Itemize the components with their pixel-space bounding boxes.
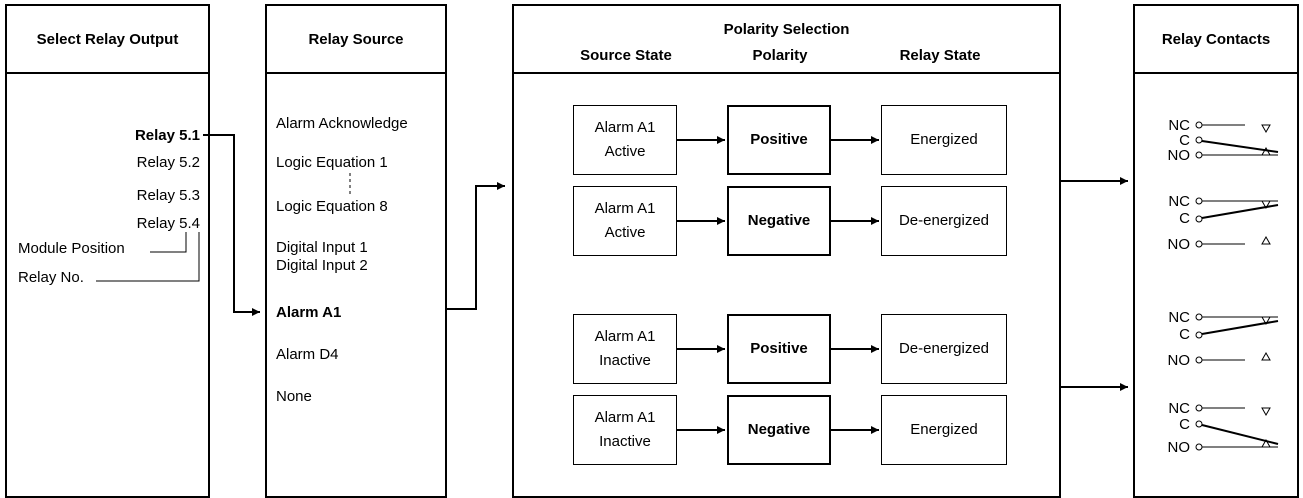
row-arrows (677, 136, 879, 434)
source-item-digital-input-2[interactable]: Digital Input 2 (276, 257, 368, 274)
module-position-bracket (150, 232, 187, 253)
source-state-box-3: Alarm A1 Inactive (573, 314, 677, 384)
col-relay-state: Relay State (899, 47, 981, 64)
source-state-1-line1: Alarm A1 (594, 119, 656, 136)
source-state-box-4: Alarm A1 Inactive (573, 395, 677, 465)
module-position-label: Module Position (18, 240, 125, 257)
contact-2-c-label: C (1179, 210, 1190, 227)
contact-symbol-1 (1195, 121, 1279, 159)
polarity-selection-header (514, 6, 1059, 74)
source-state-box-1: Alarm A1 Active (573, 105, 677, 175)
select-relay-output-panel: Select Relay Output (5, 4, 210, 498)
contact-symbol-2 (1195, 197, 1279, 248)
select-relay-output-title: Select Relay Output (7, 6, 208, 74)
relay-no-label: Relay No. (18, 269, 84, 286)
contact-3-no-label: NO (1167, 352, 1191, 369)
source-state-3-line1: Alarm A1 (594, 328, 656, 345)
polarity-box-3[interactable]: Positive (727, 314, 831, 384)
source-item-alarm-a1[interactable]: Alarm A1 (276, 304, 342, 321)
polarity-selection-title: Polarity Selection (723, 21, 850, 38)
source-state-3-line2: Inactive (599, 352, 651, 369)
col-source-state: Source State (580, 47, 672, 64)
polarity-box-1[interactable]: Positive (727, 105, 831, 175)
relay-source-title: Relay Source (267, 6, 445, 74)
contact-3-nc-label: NC (1168, 309, 1190, 326)
relay-item-1[interactable]: Relay 5.1 (134, 127, 200, 144)
relay-contacts-title: Relay Contacts (1135, 6, 1297, 74)
relay-state-box-4: Energized (881, 395, 1007, 465)
relay-state-box-3: De-energized (881, 314, 1007, 384)
contact-symbol-4 (1195, 404, 1279, 451)
source-state-2-line2: Active (604, 224, 646, 241)
source-state-1-line2: Active (604, 143, 646, 160)
relay-item-4[interactable]: Relay 5.4 (136, 215, 200, 232)
source-item-none[interactable]: None (276, 388, 312, 405)
contact-2-no-label: NO (1167, 236, 1191, 253)
contact-2-nc-label: NC (1168, 193, 1190, 210)
relay-state-box-1: Energized (881, 105, 1007, 175)
source-state-4-line1: Alarm A1 (594, 409, 656, 426)
source-item-alarm-ack[interactable]: Alarm Acknowledge (276, 115, 408, 132)
contact-1-no-label: NO (1167, 147, 1191, 164)
relay-to-source-connector (203, 134, 260, 316)
relay-contacts-panel: Relay Contacts (1133, 4, 1299, 498)
contact-3-c-label: C (1179, 326, 1190, 343)
relay-no-bracket (96, 232, 200, 282)
relay-item-3[interactable]: Relay 5.3 (136, 187, 200, 204)
contact-1-nc-label: NC (1168, 117, 1190, 134)
source-item-alarm-d4[interactable]: Alarm D4 (276, 346, 339, 363)
contact-symbol-3 (1195, 313, 1279, 364)
contact-4-no-label: NO (1167, 439, 1191, 456)
contact-4-nc-label: NC (1168, 400, 1190, 417)
source-state-2-line1: Alarm A1 (594, 200, 656, 217)
contact-1-c-label: C (1179, 132, 1190, 149)
source-item-logic-eq-8[interactable]: Logic Equation 8 (276, 198, 388, 215)
contact-4-c-label: C (1179, 416, 1190, 433)
source-state-4-line2: Inactive (599, 433, 651, 450)
relay-item-2[interactable]: Relay 5.2 (136, 154, 200, 171)
polarity-box-2[interactable]: Negative (727, 186, 831, 256)
source-item-logic-eq-1[interactable]: Logic Equation 1 (276, 154, 388, 171)
source-state-box-2: Alarm A1 Active (573, 186, 677, 256)
source-to-polarity-connector (447, 182, 505, 310)
source-item-digital-input-1[interactable]: Digital Input 1 (276, 239, 368, 256)
col-polarity: Polarity (752, 47, 808, 64)
relay-state-box-2: De-energized (881, 186, 1007, 256)
relay-source-panel: Relay Source (265, 4, 447, 498)
polarity-box-4[interactable]: Negative (727, 395, 831, 465)
